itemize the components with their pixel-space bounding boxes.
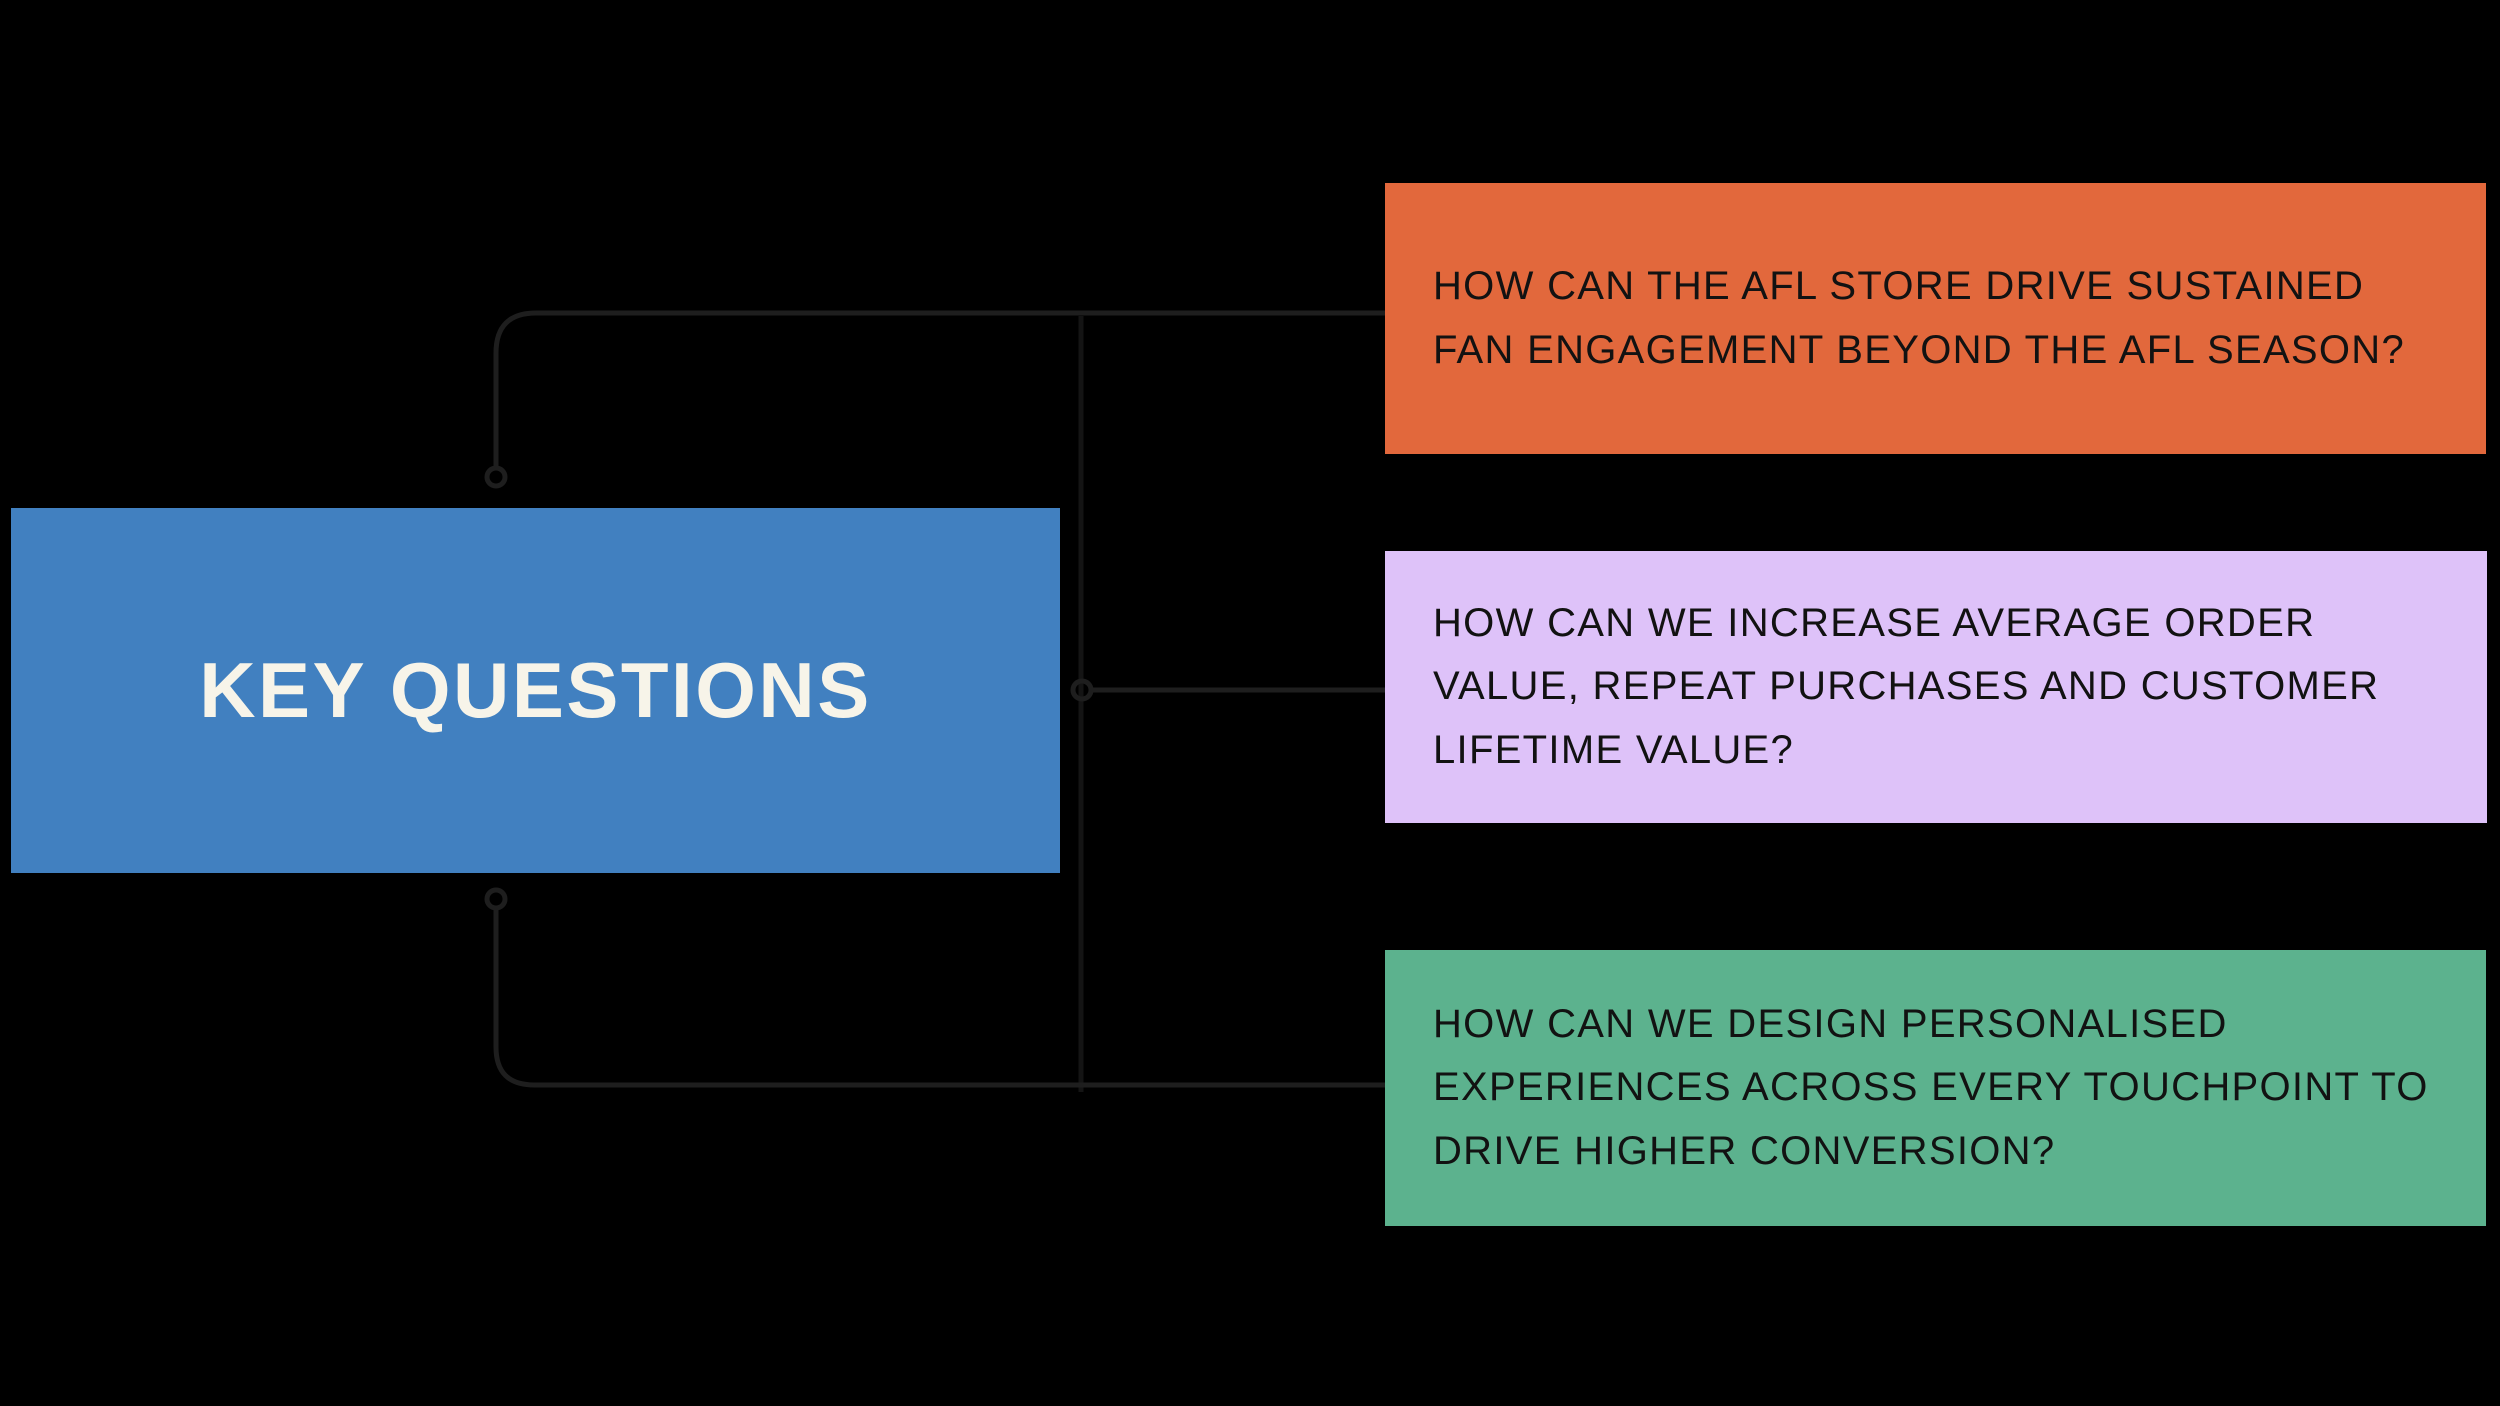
connector-branch-2 xyxy=(493,905,1388,1088)
connector-endpoint-branch-0 xyxy=(484,465,508,489)
branch-node-order-value[interactable]: HOW CAN WE INCREASE AVERAGE ORDER VALUE,… xyxy=(1385,551,2487,823)
connector-endpoint-branch-2 xyxy=(484,887,508,911)
central-node-key-questions[interactable]: KEY QUESTIONS xyxy=(11,508,1060,873)
branch-node-fan-engagement[interactable]: HOW CAN THE AFL STORE DRIVE SUSTAINED FA… xyxy=(1385,183,2486,454)
branch-node-personalisation[interactable]: HOW CAN WE DESIGN PERSONALISED EXPERIENC… xyxy=(1385,950,2486,1226)
branch-node-label: HOW CAN WE INCREASE AVERAGE ORDER VALUE,… xyxy=(1433,601,2380,772)
branch-node-label: HOW CAN WE DESIGN PERSONALISED EXPERIENC… xyxy=(1433,1002,2429,1173)
central-node-label: KEY QUESTIONS xyxy=(199,645,872,734)
connector-endpoint-branch-1 xyxy=(1070,678,1094,702)
connector-branch-0 xyxy=(493,310,1388,471)
branch-node-label: HOW CAN THE AFL STORE DRIVE SUSTAINED FA… xyxy=(1433,264,2406,372)
